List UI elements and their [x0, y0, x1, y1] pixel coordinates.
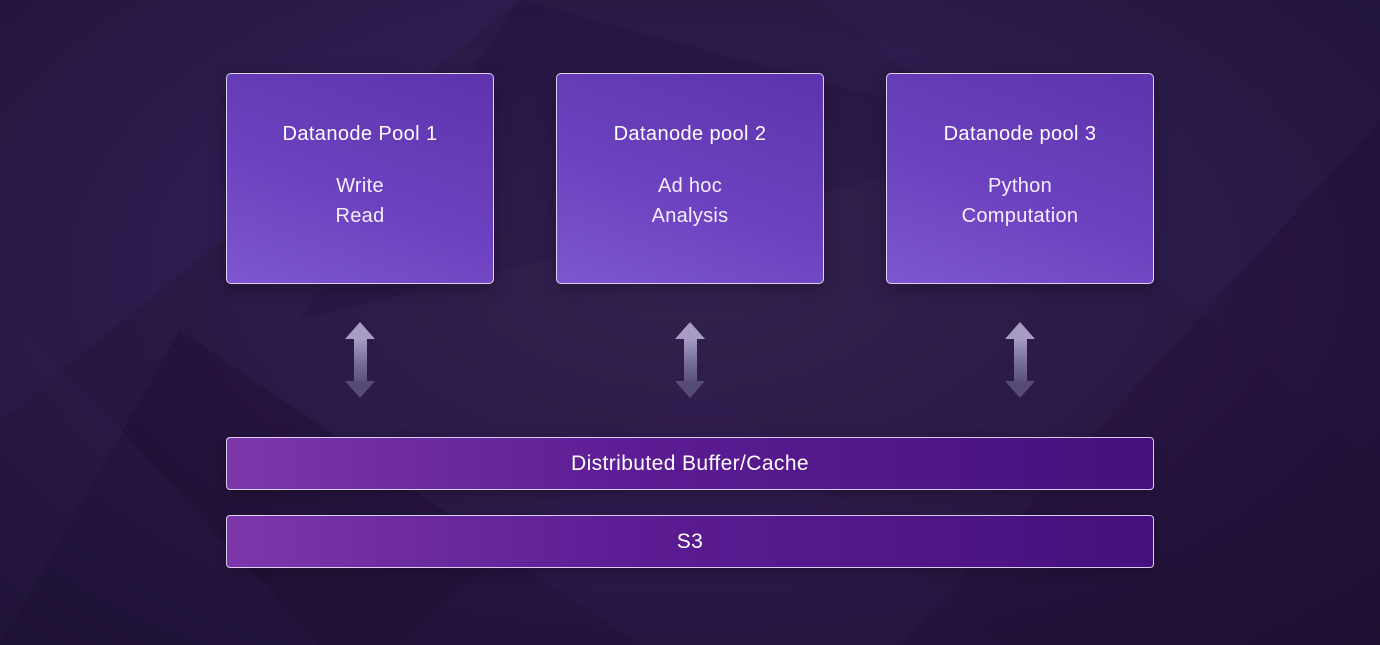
layer-s3: S3 [226, 515, 1154, 568]
node-datanode-pool-2: Datanode pool 2 Ad hoc Analysis [556, 73, 824, 284]
double-arrow-icon [1003, 322, 1037, 400]
arrow-down-head [675, 381, 705, 398]
arrow-down-head [345, 381, 375, 398]
node-line: Write [336, 175, 384, 197]
layer-label: S3 [676, 529, 704, 553]
node-line: Analysis [651, 205, 729, 227]
arrow-shaft [683, 339, 697, 381]
double-arrow-icon [343, 322, 377, 400]
node-title: Datanode pool 2 [613, 123, 767, 145]
arrow-shaft [353, 339, 367, 381]
node-datanode-pool-3: Datanode pool 3 Python Computation [886, 73, 1154, 284]
node-line: Ad hoc [657, 175, 723, 197]
node-title: Datanode pool 3 [943, 123, 1097, 145]
arrow-shaft [1013, 339, 1027, 381]
layer-label: Distributed Buffer/Cache [571, 451, 809, 475]
arrow-down-head [1005, 381, 1035, 398]
node-title: Datanode Pool 1 [282, 123, 438, 145]
node-line: Python [987, 175, 1053, 197]
node-line: Read [335, 205, 385, 227]
double-arrow-icon [673, 322, 707, 400]
node-line: Computation [961, 205, 1079, 227]
arrow-up-head [345, 322, 375, 339]
arrow-up-head [1005, 322, 1035, 339]
arrow-up-head [675, 322, 705, 339]
node-datanode-pool-1: Datanode Pool 1 Write Read [226, 73, 494, 284]
layer-distributed-buffer-cache: Distributed Buffer/Cache [226, 437, 1154, 490]
